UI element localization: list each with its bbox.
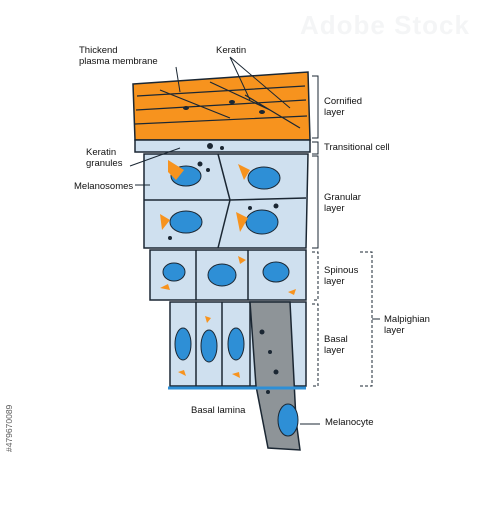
transitional-cell — [134, 139, 311, 153]
label-malpighian-layer: Malpighian layer — [384, 314, 430, 336]
bracket-spinous — [312, 251, 319, 301]
label-keratin-granules: Keratin granules — [86, 147, 123, 169]
spinous-nucleus — [207, 263, 237, 287]
layer-brackets — [312, 75, 380, 387]
spinous-nucleus — [262, 261, 290, 283]
melanosome — [206, 168, 210, 172]
melanosome — [268, 350, 272, 354]
label-keratin: Keratin — [216, 45, 247, 56]
stock-watermark: Adobe Stock — [300, 10, 470, 40]
leader-keratin — [229, 56, 291, 109]
melanosome — [168, 236, 172, 240]
keratin-fibers — [134, 81, 308, 129]
cornified-nucleus-remnant — [259, 110, 265, 114]
label-thickend-membrane: Thickend plasma membrane — [79, 45, 158, 67]
transitional-granule — [220, 146, 224, 150]
cornified-layer-body — [132, 71, 311, 141]
basal-nucleus — [200, 329, 218, 363]
basal-cell-borders — [195, 302, 251, 386]
basal-nucleus — [174, 327, 192, 361]
melanocyte-nucleus — [277, 403, 299, 437]
keratin-granules — [160, 160, 250, 232]
label-granular-layer: Granular layer — [324, 192, 361, 214]
spinous-layer — [149, 249, 307, 301]
bracket-cornified — [312, 75, 319, 139]
transitional-granule — [207, 143, 213, 149]
melanosome — [273, 203, 279, 209]
label-basal-layer: Basal layer — [324, 334, 348, 356]
stock-image-id: #479670089 — [4, 404, 14, 452]
granular-layer — [143, 153, 309, 249]
label-melanocyte: Melanocyte — [325, 417, 374, 428]
melanosome — [248, 206, 252, 210]
label-basal-lamina: Basal lamina — [191, 405, 246, 416]
leader-thickend — [175, 66, 181, 93]
granular-nucleus — [245, 209, 279, 235]
leader-keratin-granules — [129, 147, 181, 167]
cornified-nucleus-remnant — [183, 106, 189, 110]
melanosome — [273, 369, 279, 375]
melanocyte-cell — [249, 301, 301, 451]
spinous-nucleus — [162, 262, 186, 282]
melanosome — [259, 329, 265, 335]
bracket-malpighian — [360, 251, 373, 387]
label-spinous-layer: Spinous layer — [324, 265, 359, 287]
bracket-transitional — [312, 141, 319, 155]
bracket-basal — [312, 303, 319, 387]
label-transitional-cell: Transitional cell — [324, 142, 390, 153]
basal-nucleus — [227, 327, 245, 361]
granular-cell-borders — [144, 153, 307, 249]
leader-lines — [129, 56, 320, 425]
granular-nucleus — [169, 210, 203, 234]
label-melanosomes: Melanosomes — [74, 181, 134, 192]
granular-nucleus — [247, 166, 281, 190]
melanosome — [266, 390, 270, 394]
basal-granules — [178, 316, 240, 378]
cornified-layer — [132, 71, 311, 141]
melanosome — [197, 161, 203, 167]
spinous-cell-borders — [195, 250, 249, 300]
label-cornified-layer: Cornified layer — [324, 96, 363, 118]
bracket-granular — [312, 155, 319, 249]
cornified-nucleus-remnant — [229, 100, 235, 104]
